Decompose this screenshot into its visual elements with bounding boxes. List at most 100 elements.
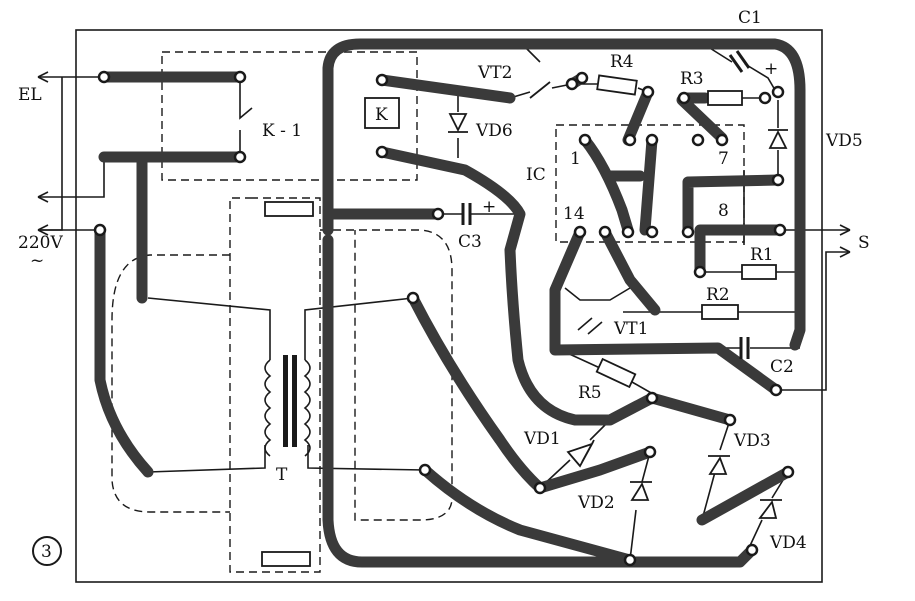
label-vt2: VT2 — [477, 63, 512, 83]
pad — [406, 291, 420, 305]
diode-vd1 — [566, 439, 595, 468]
label-k: K — [375, 105, 388, 125]
label-r2: R2 — [706, 285, 730, 305]
label-r3: R3 — [680, 69, 704, 89]
transformer-coils — [264, 355, 311, 457]
wire-transformer-primary-top — [147, 297, 271, 360]
capacitor-c1 — [728, 50, 751, 73]
label-220v: 220V — [18, 233, 63, 253]
pad — [93, 223, 107, 237]
transformer-outline — [229, 197, 321, 573]
arrow-220 — [37, 224, 49, 236]
pad — [781, 465, 795, 479]
label-t: T — [276, 465, 288, 485]
diode-vd2 — [630, 481, 652, 501]
pad — [681, 225, 695, 239]
trace-ic-7 — [682, 174, 784, 236]
pad — [641, 85, 655, 99]
resistor-r5 — [595, 357, 637, 389]
pad — [565, 77, 579, 91]
pad — [418, 463, 432, 477]
label-vd5: VD5 — [825, 131, 863, 151]
pad — [771, 173, 785, 187]
pad — [375, 73, 389, 87]
label-el: EL — [18, 85, 42, 105]
label-ac: ~ — [30, 251, 44, 271]
pad — [771, 85, 785, 99]
wire-vd2 — [629, 451, 651, 561]
label-vd4: VD4 — [769, 533, 807, 553]
wire-el-bottom — [38, 157, 105, 198]
label-vd1: VD1 — [523, 429, 561, 449]
photo-arrows-vt1 — [577, 317, 603, 335]
label-pin14: 14 — [563, 204, 585, 224]
pad — [645, 225, 659, 239]
trace-relay-down — [376, 146, 736, 426]
resistor-r1 — [741, 264, 777, 280]
diode-vd4 — [758, 499, 782, 519]
label-pin1: 1 — [570, 149, 581, 169]
pad — [233, 150, 247, 164]
pad — [623, 553, 637, 567]
trace-ic-pin1 — [579, 134, 634, 236]
trace-relay-vd6 — [376, 74, 516, 104]
transformer-pad-top — [264, 201, 314, 217]
trace-secondary-bottom — [419, 464, 636, 566]
pad — [723, 413, 737, 427]
diode-vd5 — [768, 129, 788, 149]
wire-transformer-primary-bottom — [147, 445, 266, 473]
arrow-el-bottom — [37, 191, 49, 203]
transistor-vt2 — [529, 81, 551, 99]
pad — [643, 445, 657, 459]
pad — [598, 225, 612, 239]
pad — [773, 223, 787, 237]
pad — [745, 543, 759, 557]
trace-r4-ic — [622, 86, 654, 146]
trace-vd3-vd4 — [696, 466, 794, 526]
pad — [621, 225, 635, 239]
label-c1: C1 — [738, 8, 762, 28]
pad — [645, 133, 659, 147]
labels: EL K - 1 K VT2 VD6 R4 R3 C1 + VD5 IC 1 7… — [18, 8, 870, 562]
transformer-left-outline — [111, 254, 230, 513]
trace-secondary — [407, 292, 656, 494]
diode-vd3 — [708, 455, 730, 475]
transformer-pad-bottom — [261, 551, 311, 567]
arrow-el-top — [37, 71, 49, 83]
ic-outline — [555, 124, 745, 243]
label-r5: R5 — [578, 383, 602, 403]
resistor-r2 — [701, 304, 739, 320]
figure-number-circle — [32, 536, 62, 566]
pad — [693, 265, 707, 279]
label-c3-plus: + — [482, 197, 496, 217]
label-c1-plus: + — [764, 59, 778, 79]
trace-ground-loop — [322, 38, 806, 568]
resistor-r3 — [707, 90, 743, 106]
label-r4: R4 — [610, 52, 634, 72]
label-c3: C3 — [458, 232, 482, 252]
pad — [677, 91, 691, 105]
solder-pads — [93, 70, 795, 567]
wires — [38, 41, 850, 561]
label-k1: K - 1 — [262, 121, 302, 141]
label-ic: IC — [526, 165, 546, 185]
relay-coil-box — [364, 97, 400, 129]
wire-transformer-secondary-top — [304, 297, 414, 360]
pad — [691, 133, 705, 147]
pad — [97, 70, 111, 84]
pad — [715, 133, 729, 147]
pad — [573, 225, 587, 239]
label-vd3: VD3 — [733, 431, 771, 451]
relay-outline — [161, 51, 418, 181]
diode-vd6 — [448, 113, 468, 133]
component-outlines — [111, 51, 745, 573]
label-pin7: 7 — [718, 149, 729, 169]
label-vt1: VT1 — [613, 319, 648, 339]
label-s: S — [858, 233, 870, 253]
wire-s-bottom — [776, 251, 850, 391]
pad — [758, 91, 772, 105]
pad — [769, 383, 783, 397]
pad — [645, 391, 659, 405]
pad — [233, 70, 247, 84]
board-outline — [75, 29, 823, 583]
